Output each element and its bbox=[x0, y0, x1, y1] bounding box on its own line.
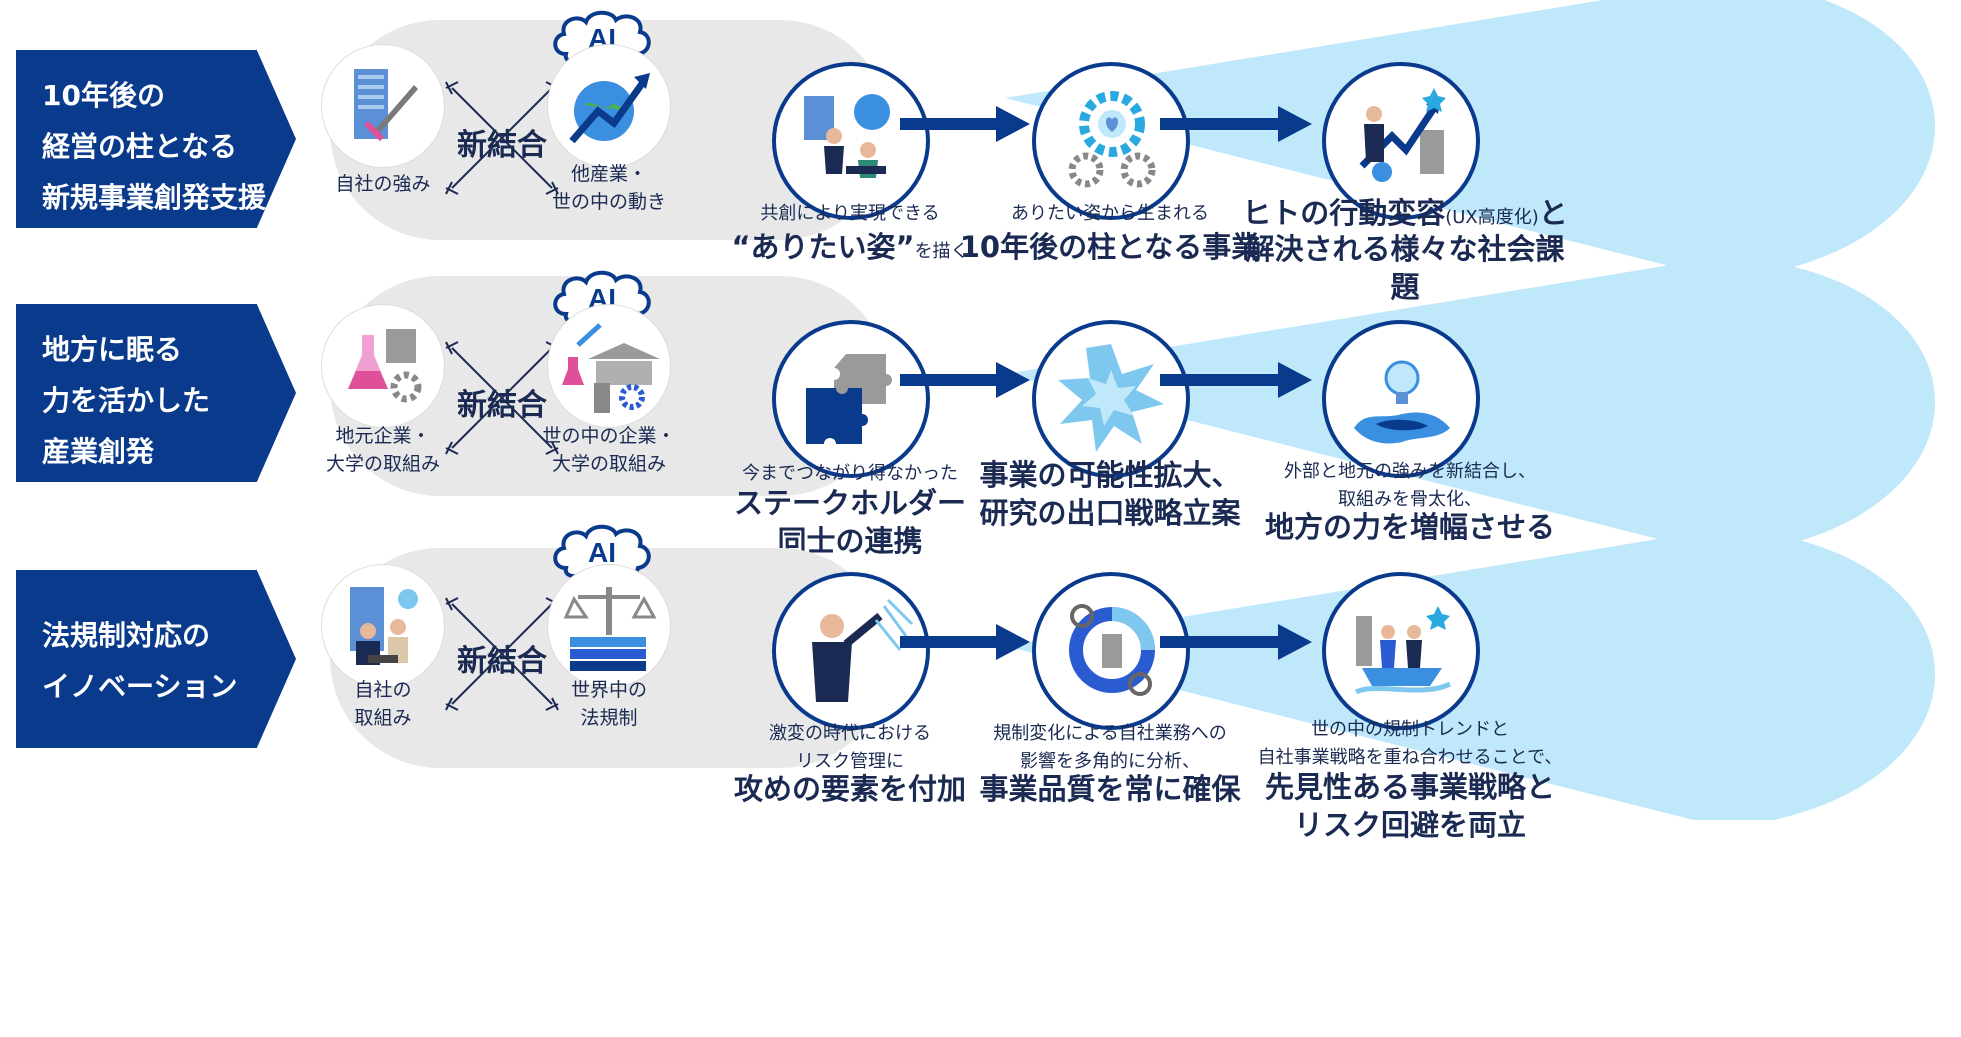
flow-arrow bbox=[1160, 360, 1315, 400]
step3-large-c: 解決される様々な社会課題 bbox=[1245, 232, 1565, 304]
row-banner: 法規制対応の イノベーション bbox=[16, 570, 296, 748]
step2-small: 規制変化による自社業務への 影響を多角的に分析、 bbox=[993, 723, 1227, 772]
row-new-business: 10年後の 経営の柱となる 新規事業創発支援 AI 自社の強み 新結合 他産業・… bbox=[0, 0, 1961, 330]
step1-large: ステークホルダー 同士の連携 bbox=[733, 486, 966, 558]
step2-large: 事業の可能性拡大、 研究の出口戦略立案 bbox=[979, 458, 1241, 530]
lightbulb-splash-icon bbox=[1322, 320, 1480, 478]
gear-heart-icon bbox=[1032, 62, 1190, 220]
banner-title: 10年後の 経営の柱となる 新規事業創発支援 bbox=[42, 79, 267, 214]
step2-large: 10年後の柱となる事業 bbox=[959, 230, 1261, 264]
scales-books-icon bbox=[548, 565, 670, 687]
step1-small: 今までつながり得なかった bbox=[742, 463, 958, 484]
burst-icon bbox=[1032, 320, 1190, 478]
right-label: 世界中の 法規制 bbox=[570, 679, 647, 729]
team-boat-icon bbox=[1322, 572, 1480, 730]
step3-small: 外部と地元の強みを新結合し、 取組みを骨太化、 bbox=[1284, 461, 1536, 510]
combine-label: 新結合 bbox=[457, 128, 547, 163]
left-label: 自社の 取組み bbox=[354, 679, 412, 729]
puzzle-pieces-icon bbox=[772, 320, 930, 478]
chevron-right-icon bbox=[705, 100, 775, 144]
step3-large-b: と bbox=[1538, 196, 1568, 230]
building-sword-icon bbox=[322, 45, 444, 167]
step3-large: ヒトの行動変容(UX高度化)と bbox=[1240, 194, 1570, 237]
step1-large: 攻めの要素を付加 bbox=[733, 772, 966, 806]
step2-small: ありたい姿から生まれる bbox=[1011, 203, 1209, 224]
flow-arrow bbox=[900, 360, 1032, 400]
step3-paren: (UX高度化) bbox=[1445, 207, 1539, 228]
right-label: 世の中の企業・ 大学の取組み bbox=[542, 425, 676, 475]
combine-label: 新結合 bbox=[457, 388, 547, 423]
banner-title: 地方に眠る 力を活かした 産業創発 bbox=[42, 333, 211, 468]
step1-small: 激変の時代における リスク管理に bbox=[769, 723, 931, 772]
flow-arrow bbox=[1160, 104, 1315, 144]
left-label: 自社の強み bbox=[335, 173, 431, 195]
row-banner: 地方に眠る 力を活かした 産業創発 bbox=[16, 304, 296, 482]
university-network-icon bbox=[548, 305, 670, 427]
ai-label: AI bbox=[588, 537, 616, 568]
combine-cross: 新結合 bbox=[442, 594, 562, 714]
combine-label: 新結合 bbox=[457, 644, 547, 679]
chevron-right-icon bbox=[705, 610, 775, 654]
left-label: 地元企業・ 大学の取組み bbox=[325, 425, 440, 475]
globe-growth-icon bbox=[548, 45, 670, 167]
magnifier-chart-icon bbox=[1032, 572, 1190, 730]
businessman-growth-icon bbox=[1322, 62, 1480, 220]
banner-title: 法規制対応の イノベーション bbox=[42, 619, 238, 703]
row-banner: 10年後の 経営の柱となる 新規事業創発支援 bbox=[16, 50, 296, 228]
row-regulation-innovation: 法規制対応の イノベーション AI 自社の 取組み 新結合 世界中の 法規制 激… bbox=[0, 520, 1961, 850]
step3-large: 先見性ある事業戦略と リスク回避を両立 bbox=[1264, 770, 1555, 842]
step1-large: “ありたい姿”を描く bbox=[715, 228, 985, 271]
step3-small: 世の中の規制トレンドと 自社事業戦略を重ね合わせることで、 bbox=[1257, 719, 1563, 768]
row-regional-industry: 地方に眠る 力を活かした 産業創発 AI 地元企業・ 大学の取組み 新結合 世の… bbox=[0, 256, 1961, 592]
step1-large-b: を描く bbox=[914, 241, 969, 262]
combine-cross: 新結合 bbox=[442, 78, 562, 198]
flow-arrow bbox=[900, 622, 1032, 662]
step1-large-a: “ありたい姿” bbox=[731, 230, 915, 264]
step2-large: 事業品質を常に確保 bbox=[979, 772, 1241, 806]
chevron-right-icon bbox=[705, 360, 775, 404]
flask-factory-icon bbox=[322, 305, 444, 427]
step3-large: 地方の力を増幅させる bbox=[1264, 510, 1555, 544]
presenter-icon bbox=[772, 572, 930, 730]
step1-small: 共創により実現できる bbox=[760, 203, 940, 224]
flow-arrow bbox=[1160, 622, 1315, 662]
meeting-people-icon bbox=[772, 62, 930, 220]
right-label: 他産業・ 世の中の動き bbox=[551, 163, 666, 213]
flow-arrow bbox=[900, 104, 1032, 144]
step3-large-a: ヒトの行動変容 bbox=[1242, 196, 1446, 230]
office-worker-icon bbox=[322, 565, 444, 687]
